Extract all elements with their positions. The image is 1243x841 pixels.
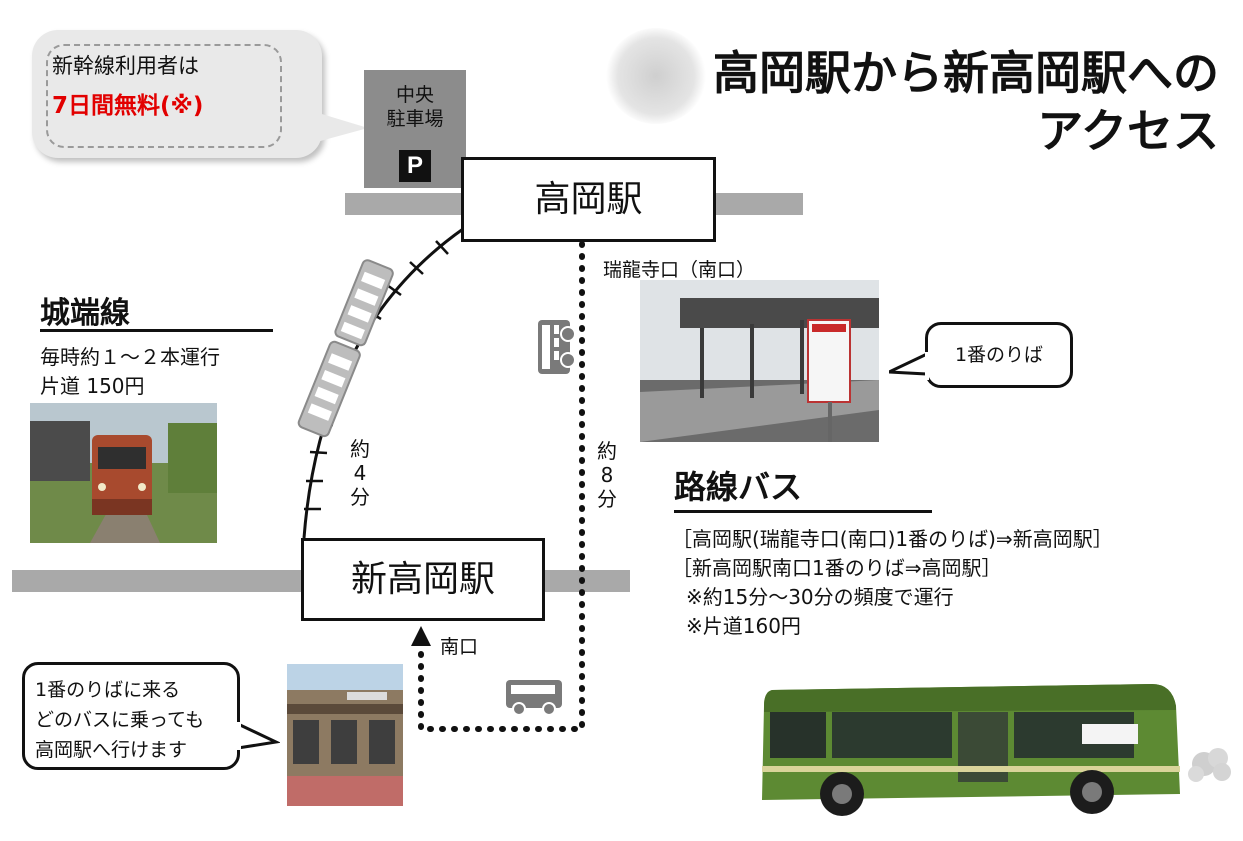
joha-time-label: 約 4 分	[350, 437, 370, 509]
bus-route-dotted	[418, 241, 585, 732]
route-bus-photo	[762, 684, 1231, 816]
route-bus-line-1: ［高岡駅(瑞龍寺口(南口)1番のりば)⇒新高岡駅］	[672, 527, 1113, 551]
bus-icon-horizontal	[506, 680, 562, 716]
parking-label-1: 中央	[395, 84, 434, 106]
callout-tail	[302, 108, 368, 146]
shin-takaoka-station-photo	[287, 664, 403, 806]
route-bus-line-3: ※約15分～30分の頻度で運行	[686, 585, 954, 609]
noriba-bubble-tail	[889, 352, 929, 380]
train-icon	[297, 259, 394, 438]
joha-line-rule	[40, 329, 273, 332]
joha-train-photo	[30, 403, 217, 543]
joha-line-frequency: 毎時約１～２本運行	[40, 345, 220, 369]
info-bubble-tail	[236, 722, 280, 750]
info-line-2: どのバスに乗っても	[35, 709, 205, 731]
station-shin-takaoka: 新高岡駅	[301, 538, 545, 621]
parking-icon: P	[399, 150, 431, 182]
bus-time-label: 約 8 分	[597, 439, 617, 511]
joha-line-heading: 城端線	[40, 296, 130, 331]
route-bus-line-4: ※片道160円	[686, 614, 801, 638]
bus-stop-photo	[640, 280, 879, 442]
route-bus-heading: 路線バス	[674, 468, 803, 506]
info-line-3: 高岡駅へ行けます	[35, 739, 188, 761]
bus-stop-label: 瑞龍寺口（南口）	[603, 259, 756, 281]
noriba-bubble: 1番のりば	[925, 322, 1073, 388]
parking-free-callout: 新幹線利用者は 7日間無料(※)	[32, 30, 368, 158]
south-exit-label: 南口	[440, 636, 479, 658]
title-line-2: アクセス	[1037, 104, 1219, 158]
central-parking: 中央 駐車場 P	[364, 70, 466, 188]
callout-line-1: 新幹線利用者は	[52, 54, 199, 78]
title-line-1: 高岡駅から新高岡駅への	[713, 46, 1219, 100]
parking-label-2: 駐車場	[386, 108, 444, 130]
joha-line-fare: 片道 150円	[40, 374, 145, 398]
page-title: 高岡駅から新高岡駅への アクセス	[713, 44, 1219, 160]
route-bus-line-2: ［新高岡駅南口1番のりば⇒高岡駅］	[672, 556, 1002, 580]
south-exit-arrow-icon	[411, 626, 431, 646]
title-blob	[606, 28, 706, 124]
station-takaoka: 高岡駅	[461, 157, 716, 242]
bus-icon-vertical	[538, 320, 576, 374]
info-line-1: 1番のりばに来る	[35, 679, 181, 701]
info-bubble: 1番のりばに来る どのバスに乗っても 高岡駅へ行けます	[22, 662, 240, 770]
route-bus-rule	[674, 510, 932, 513]
callout-line-2: 7日間無料(※)	[52, 93, 204, 119]
